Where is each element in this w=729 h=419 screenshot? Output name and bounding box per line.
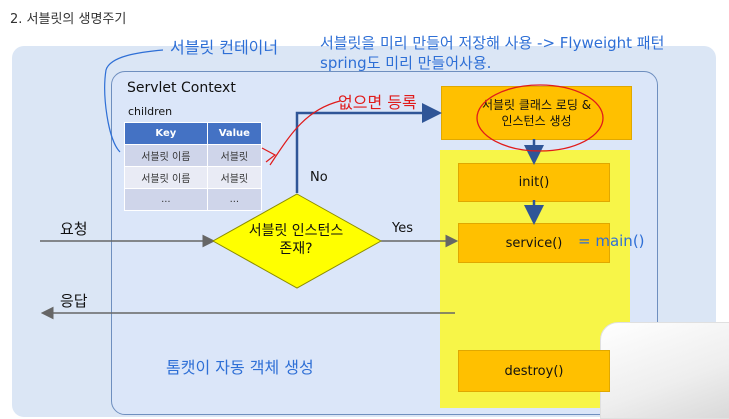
table-cell: ... [124, 188, 208, 211]
no-label: No [310, 170, 328, 185]
servlet-context-title: Servlet Context [127, 80, 236, 96]
children-label: children [128, 105, 173, 118]
table-header-value: Value [206, 122, 263, 145]
response-label: 응답 [60, 292, 88, 310]
init-box: init() [458, 163, 610, 202]
class-loading-line1: 서블릿 클래스 로딩 & [481, 98, 592, 112]
yes-label: Yes [392, 221, 413, 236]
class-loading-box: 서블릿 클래스 로딩 & 인스턴스 생성 [441, 86, 632, 140]
request-label: 요청 [60, 220, 88, 238]
laptop-image [600, 322, 729, 419]
destroy-label: destroy() [504, 363, 564, 379]
table-row: ... ... [124, 188, 263, 211]
class-loading-line2: 인스턴스 생성 [501, 114, 572, 128]
init-label: init() [518, 175, 550, 190]
decision-label: 서블릿 인스턴스 존재? [216, 222, 376, 258]
container-bracket [104, 49, 164, 153]
children-table: Key Value 서블릿 이름 서블릿 서블릿 이름 서블릿 ... ... [124, 122, 263, 211]
tomcat-note: 톰캣이 자동 객체 생성 [166, 358, 314, 377]
destroy-box: destroy() [458, 350, 610, 392]
table-cell: 서블릿 [206, 144, 263, 167]
decision-line2: 존재? [279, 241, 313, 257]
service-label: service() [505, 235, 563, 251]
service-box: service() [458, 223, 610, 263]
class-loading-circle [476, 84, 604, 152]
register-connector [269, 100, 341, 166]
flyweight-annotation-line2: spring도 미리 만들어사용. [320, 54, 492, 72]
main-annotation: = main() [578, 232, 645, 250]
page-title: 2. 서블릿의 생명주기 [10, 12, 127, 27]
table-row: 서블릿 이름 서블릿 [124, 144, 263, 167]
table-cell: 서블릿 이름 [124, 144, 208, 167]
servlet-container-annotation: 서블릿 컨테이너 [170, 38, 279, 57]
table-cell: 서블릿 [206, 166, 263, 189]
table-header-key: Key [124, 122, 208, 145]
flyweight-annotation-line1: 서블릿을 미리 만들어 저장해 사용 -> Flyweight 패턴 [320, 34, 665, 52]
register-annotation: 없으면 등록 [338, 93, 417, 112]
table-cell: ... [206, 188, 263, 211]
decision-diamond [211, 193, 383, 289]
decision-line1: 서블릿 인스턴스 [248, 223, 344, 239]
table-value-checkmark [261, 147, 277, 163]
no-arrow [295, 103, 442, 193]
